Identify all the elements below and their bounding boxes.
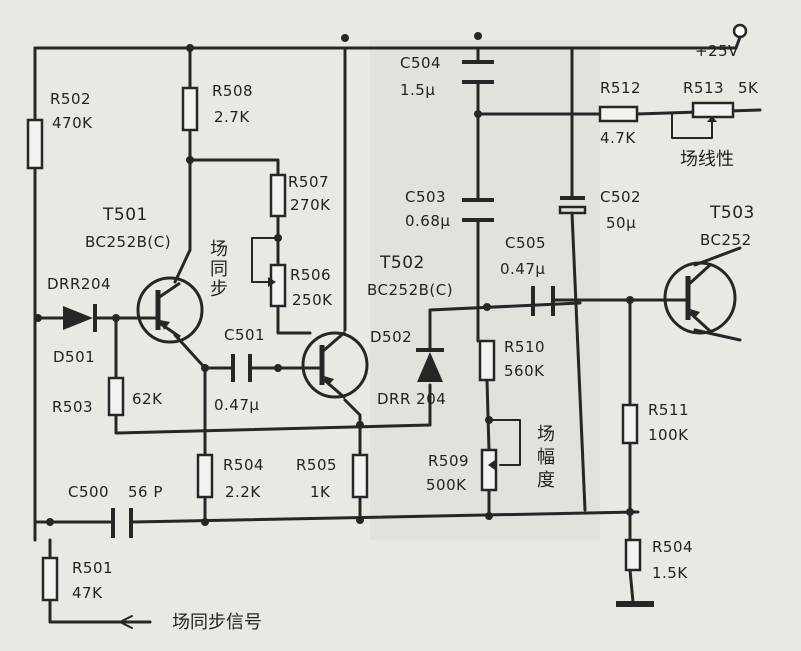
r512-ref: R512: [600, 79, 641, 97]
junction-dots: [34, 32, 634, 526]
sync-adjust-char-2: 同: [210, 259, 228, 280]
r511-ref: R511: [648, 401, 689, 419]
r513-ref: R513: [683, 79, 724, 97]
resistor-r512: [598, 105, 639, 123]
t503-ref: T503: [709, 203, 755, 223]
r509-value: 500K: [426, 476, 467, 494]
r503-ref: R503: [52, 398, 93, 416]
d501-part: DRR204: [47, 275, 111, 293]
c504-ref: C504: [400, 54, 441, 72]
r506-ref: R506: [290, 266, 331, 284]
r503-value: 62K: [132, 390, 163, 408]
r511-value: 100K: [648, 426, 689, 444]
c503-value: 0.68μ: [405, 212, 450, 230]
sync-adjust-char-1: 场: [210, 239, 228, 260]
t502-ref: T502: [379, 253, 425, 273]
amplitude-char-2: 幅: [537, 447, 555, 468]
c502-value: 50μ: [606, 214, 636, 232]
amplitude-char-3: 度: [537, 470, 555, 491]
r501-ref: R501: [72, 559, 113, 577]
resistor-r507: [269, 173, 287, 218]
transistor-t502: [300, 330, 369, 400]
c502-ref: C502: [600, 188, 641, 206]
r508-ref: R508: [212, 82, 253, 100]
capacitor-c504: [462, 60, 494, 84]
capacitor-c502: [558, 196, 587, 215]
r508-value: 2.7K: [214, 108, 250, 126]
t501-ref: T501: [102, 205, 148, 225]
resistor-r510: [478, 339, 496, 382]
r510-value: 560K: [504, 362, 545, 380]
r501-value: 47K: [72, 584, 103, 602]
resistor-r509: [480, 448, 498, 492]
supply-terminal: [732, 23, 748, 39]
r512-value: 4.7K: [600, 129, 636, 147]
t502-part: BC252B(C): [367, 281, 453, 299]
c505-ref: C505: [505, 234, 546, 252]
r507-value: 270K: [290, 196, 331, 214]
wiper-arrows: [268, 116, 717, 470]
r504b-value: 1.5K: [652, 564, 688, 582]
r513-value: 5K: [738, 79, 759, 97]
amplitude-char-1: 场: [537, 424, 555, 445]
resistor-r502: [26, 118, 44, 170]
capacitor-c500: [111, 508, 133, 538]
resistor-bodies: [26, 86, 735, 602]
resistor-r504a: [196, 453, 214, 499]
resistor-r503: [107, 376, 125, 417]
r504a-ref: R504: [223, 456, 264, 474]
d502-part: DRR 204: [377, 390, 446, 408]
resistor-r508: [181, 86, 199, 132]
sync-adjust-char-3: 步: [210, 279, 228, 300]
resistor-r505: [351, 453, 369, 499]
t503-part: BC252: [700, 231, 752, 249]
r506-value: 250K: [292, 291, 333, 309]
supply-label: +25V: [695, 42, 739, 60]
r504b-ref: R504: [652, 538, 693, 556]
r502-ref: R502: [50, 90, 91, 108]
d501-ref: D501: [53, 348, 95, 366]
t501-part: BC252B(C): [85, 233, 171, 251]
diode-d501: [63, 304, 97, 332]
r502-value: 470K: [52, 114, 93, 132]
c503-ref: C503: [405, 188, 446, 206]
c501-ref: C501: [224, 326, 265, 344]
c504-value: 1.5μ: [400, 81, 435, 99]
diode-d502: [416, 348, 444, 382]
r510-ref: R510: [504, 338, 545, 356]
sync-signal-label: 场同步信号: [172, 612, 262, 633]
transistor-t503: [663, 261, 737, 335]
capacitor-c503: [462, 198, 494, 222]
resistor-r506: [269, 263, 287, 308]
transistor-t501: [135, 276, 204, 344]
linearity-label: 场线性: [680, 149, 734, 170]
r505-value: 1K: [310, 483, 331, 501]
resistor-r513: [691, 101, 735, 119]
capacitor-c505: [531, 286, 555, 316]
r509-ref: R509: [428, 452, 469, 470]
r504a-value: 2.2K: [225, 483, 261, 501]
c500-ref: C500: [68, 483, 109, 501]
r507-ref: R507: [288, 173, 329, 191]
capacitor-c501: [231, 354, 252, 382]
resistor-r501: [41, 556, 59, 602]
c501-value: 0.47μ: [214, 396, 259, 414]
resistor-r504b: [624, 538, 642, 572]
c500-value: 56 P: [128, 483, 163, 501]
r505-ref: R505: [296, 456, 337, 474]
resistor-r511: [621, 403, 639, 445]
capacitor-plates: [111, 60, 587, 538]
c505-value: 0.47μ: [500, 260, 545, 278]
d502-ref: D502: [370, 328, 412, 346]
